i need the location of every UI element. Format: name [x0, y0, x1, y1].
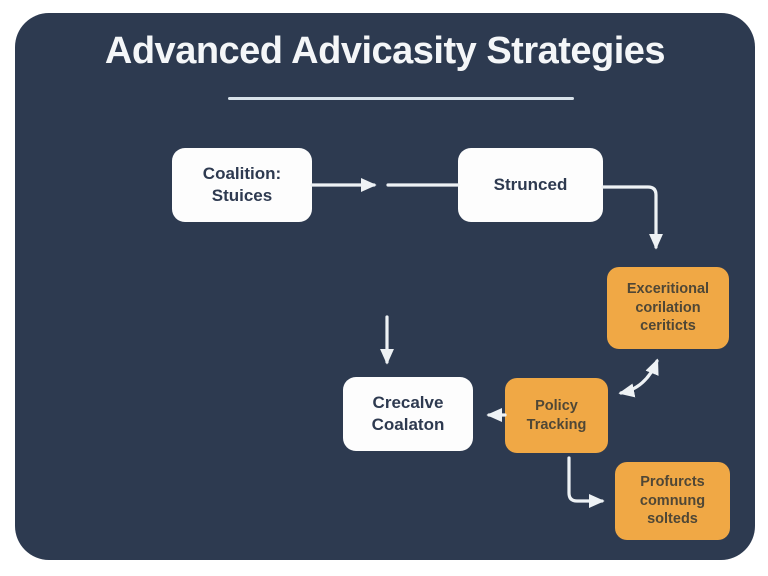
node-strunced: Strunced — [458, 148, 603, 222]
node-coalition-stuices: Coalition: Stuices — [172, 148, 312, 222]
node-crecalve-coalaton: Crecalve Coalaton — [343, 377, 473, 451]
node-profurcts-comnung: Profurcts comnung solteds — [615, 462, 730, 540]
title-underline — [228, 97, 574, 100]
page-title: Advanced Advicasity Strategies — [104, 30, 666, 72]
node-exceritional-corilation: Exceritional corilation ceriticts — [607, 267, 729, 349]
node-policy-tracking: Policy Tracking — [505, 378, 608, 453]
